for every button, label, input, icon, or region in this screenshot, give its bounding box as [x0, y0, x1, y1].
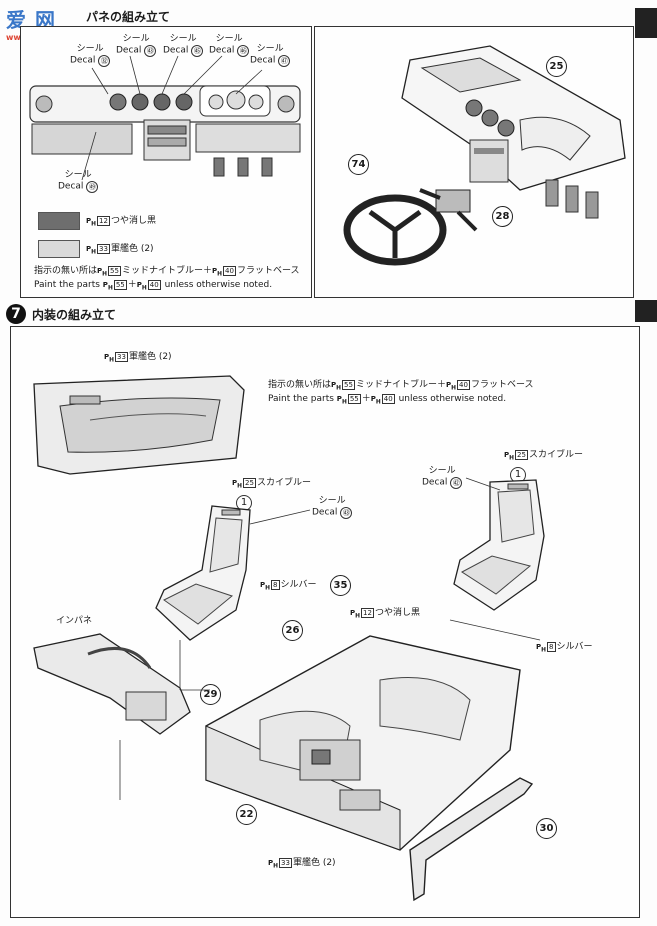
- step7-title: 内装の組み立て: [32, 308, 117, 322]
- legend-swatch-battleship-grey: [38, 240, 80, 258]
- part-28-callout: 28: [492, 206, 513, 227]
- decal-label-45: シール Decal ㊺: [163, 34, 204, 57]
- part-29-callout: 29: [200, 684, 221, 705]
- part-74-callout: 74: [348, 154, 369, 175]
- part-30-callout: 30: [536, 818, 557, 839]
- part-22-callout: 22: [236, 804, 257, 825]
- left-seat-illustration: [155, 505, 251, 641]
- step7-badge: 7: [6, 304, 26, 324]
- page-edge-tab: [635, 300, 657, 322]
- decal-label-47: シール Decal ㊼: [250, 44, 291, 67]
- inpane-label: インパネ: [56, 616, 93, 626]
- decal-label-32: シール Decal ㉜: [70, 44, 111, 67]
- side-trim-illustration: [409, 777, 534, 902]
- page-edge-tab: [635, 8, 657, 38]
- interior-tub-illustration: [205, 635, 521, 851]
- right-seat-decal-label: シール Decal ㊷: [422, 466, 463, 489]
- part-25-callout: 25: [546, 56, 567, 77]
- step6-title: パネの組み立て: [86, 10, 171, 24]
- dashboard-front-illustration: [29, 85, 301, 177]
- right-seat-illustration: [453, 479, 545, 611]
- instrument-panel-illustration: [33, 633, 191, 735]
- door-panel-illustration: [33, 375, 245, 475]
- part-26-callout: 26: [282, 620, 303, 641]
- decal-label-43: シール Decal ㊸: [116, 34, 157, 57]
- decal-label-46: シール Decal ㊻: [209, 34, 250, 57]
- dashboard-3d-illustration: [343, 45, 626, 266]
- part-35-callout: 35: [330, 575, 351, 596]
- left-seat-decal-label: シール Decal ㊸: [312, 496, 353, 519]
- legend-swatch-matte-black: [38, 212, 80, 230]
- decal-label-49: シール Decal ㊾: [58, 170, 99, 193]
